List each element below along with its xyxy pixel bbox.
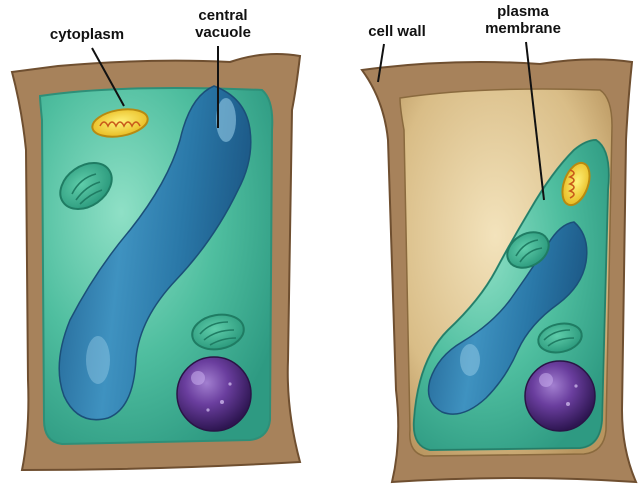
left-cell — [12, 54, 300, 470]
plasma-membrane-label-line1: plasma — [468, 4, 578, 19]
right-vacuole-highlight — [460, 344, 480, 376]
cell-wall-label: cell wall — [352, 24, 442, 39]
left-vacuole-highlight-2 — [86, 336, 110, 384]
plasma-membrane-label-line2: membrane — [468, 21, 578, 36]
cytoplasm-label: cytoplasm — [22, 27, 152, 42]
central-vacuole-label-line1: central — [178, 8, 268, 23]
left-nucleus — [177, 357, 251, 431]
right-nucleus — [525, 361, 595, 431]
right-cell — [362, 59, 636, 482]
central-vacuole-label-line2: vacuole — [178, 25, 268, 40]
